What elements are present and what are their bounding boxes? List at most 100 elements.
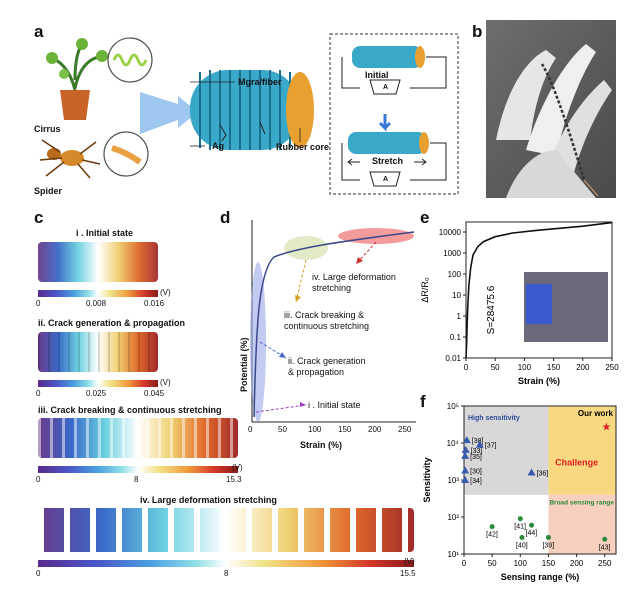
c-state-i-colorbar	[38, 290, 158, 297]
f-region-challenge	[548, 406, 616, 495]
f-xtick-label: 0	[462, 559, 467, 568]
c-state-iii-tick-min: 0	[36, 475, 41, 484]
e-xlabel: Strain (%)	[518, 376, 560, 386]
f-point-label: [34]	[470, 478, 482, 485]
f-xtick-label: 50	[488, 559, 497, 568]
f-point-label: [44]	[526, 530, 538, 537]
e-ytick-label: 0.01	[445, 354, 461, 363]
f-point-label: [35]	[470, 454, 482, 461]
c-state-iv-tick-max: 15.5	[400, 569, 416, 578]
c-state-ii-colorbar	[38, 380, 158, 387]
c-state-ii-tick-mid: 0.025	[86, 389, 107, 398]
f-point-label: [37]	[485, 443, 497, 450]
e-ytick-label: 1	[457, 312, 462, 321]
c-state-i-tick-min: 0	[36, 299, 41, 308]
c-state-iv-title: iv. Large deformation stretching	[140, 495, 277, 505]
f-xtick-label: 100	[514, 559, 528, 568]
d-xtick: 100	[308, 425, 322, 434]
f-point-broad	[545, 534, 551, 540]
f-point-label: [40]	[516, 542, 528, 549]
label-ag: Ag	[212, 141, 224, 151]
f-point-label: [38]	[472, 438, 484, 445]
ammeter-label-initial: A	[383, 84, 389, 91]
f-xtick-label: 250	[598, 559, 612, 568]
f-region-broad-label: Broad sensing range	[549, 500, 614, 507]
panel-e-letter: e	[420, 208, 430, 227]
f-point-high	[462, 436, 471, 444]
f-point-broad	[519, 534, 525, 540]
f-point-label: [41]	[514, 524, 526, 531]
f-point-label: [33]	[471, 448, 483, 455]
f-point-high	[461, 451, 470, 459]
label-cirrus: Cirrus	[34, 124, 61, 134]
f-challenge-label: Challenge	[555, 457, 598, 467]
c-state-ii-title: ii. Crack generation & propagation	[38, 318, 186, 328]
f-point-high	[461, 445, 470, 453]
panel-d-letter: d	[220, 208, 231, 227]
c-state-iii-spring	[38, 418, 238, 458]
c-state-iv-tick-min: 0	[36, 569, 41, 578]
c-state-i-spring	[38, 242, 158, 282]
panel-f-letter: f	[420, 392, 426, 411]
e-series-line	[465, 221, 613, 359]
f-point-label: [39]	[542, 542, 554, 549]
label-mgra-fiber: Mgra/fiber	[238, 77, 282, 87]
f-xtick-label: 150	[542, 559, 556, 568]
panel-a-letter: a	[34, 22, 44, 41]
f-xlabel: Sensing range (%)	[501, 572, 580, 582]
e-xtick-label: 250	[605, 363, 619, 372]
panel-c-letter: c	[34, 208, 44, 227]
label-initial: Initial	[365, 70, 389, 80]
e-ytick-label: 0.1	[450, 333, 462, 342]
e-ytick-label: 1000	[443, 249, 461, 258]
d-xtick: 250	[398, 425, 412, 434]
f-point-broad	[517, 516, 523, 522]
c-state-iii-tick-mid: 8	[134, 475, 139, 484]
f-ylabel: Sensitivity	[422, 457, 432, 502]
c-state-ii-unit: (V)	[160, 378, 171, 387]
label-spider: Spider	[34, 186, 63, 196]
e-xtick-label: 0	[464, 363, 469, 372]
f-point-broad	[602, 536, 608, 542]
c-state-iii-unit: (V)	[232, 463, 243, 472]
c-state-ii-tick-max: 0.045	[144, 389, 165, 398]
d-annotation-i: i . Initial state	[308, 400, 361, 410]
c-state-i-tick-mid: 0.008	[86, 299, 107, 308]
panel-b-photo	[486, 20, 616, 198]
e-ytick-label: 100	[448, 270, 462, 279]
e-ytick-label: 10000	[439, 228, 462, 237]
d-xtick: 150	[338, 425, 352, 434]
f-xtick-label: 200	[570, 559, 584, 568]
f-point-label: [36]	[537, 470, 549, 477]
c-state-iii-tick-max: 15.3	[226, 475, 242, 484]
d-annotation-ii: ii. Crack generation & propagation	[288, 356, 366, 377]
d-xtick: 50	[278, 425, 287, 434]
d-xlabel: Strain (%)	[300, 440, 343, 450]
d-xtick: 0	[248, 425, 253, 434]
c-state-iv-spring	[38, 508, 414, 552]
c-state-i-title: i . Initial state	[76, 228, 134, 238]
e-plot-frame	[465, 221, 613, 359]
f-region-broad	[548, 494, 616, 554]
panel-b-letter: b	[472, 22, 483, 41]
c-state-iii-colorbar	[38, 466, 238, 473]
e-ylabel: ΔR/R₀	[420, 277, 430, 303]
f-point-high	[527, 468, 536, 476]
e-xtick-label: 50	[491, 363, 500, 372]
e-annotation: S=28475.6	[486, 285, 497, 334]
e-ytick-label: 10	[452, 291, 461, 300]
d-ylabel: Potential (%)	[239, 337, 249, 392]
f-point-high	[461, 466, 470, 474]
f-ytick-label: 10³	[447, 476, 459, 485]
c-state-ii-spring	[38, 332, 158, 372]
e-xtick-label: 150	[547, 363, 561, 372]
f-ytick-label: 10¹	[447, 550, 459, 559]
ammeter-label-stretch: A	[383, 176, 389, 183]
c-state-iii-title: iii. Crack breaking & continuous stretch…	[38, 405, 222, 415]
f-point-label: [42]	[486, 532, 498, 539]
f-point-high	[461, 476, 470, 483]
f-region-high	[464, 406, 549, 495]
d-annotation-iv: iv. Large deformation stretching	[312, 272, 396, 293]
f-point-broad	[529, 522, 535, 528]
